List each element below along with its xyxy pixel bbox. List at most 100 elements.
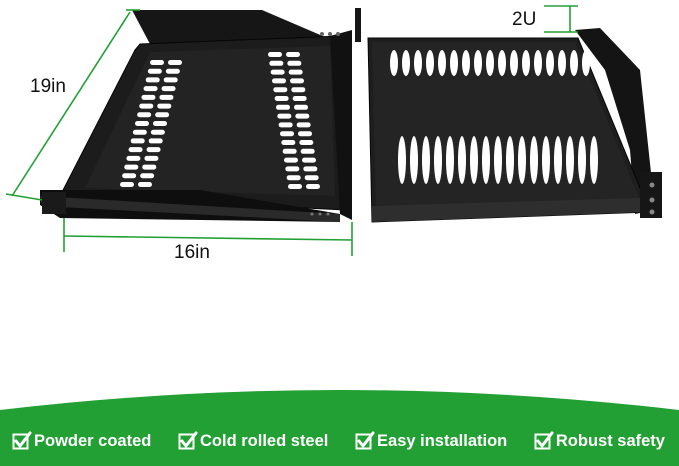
feature-list: Powder coated Cold rolled steel Easy ins… [0, 428, 679, 454]
vent-slot [534, 50, 542, 76]
vent-slot [284, 157, 298, 163]
vent-slot [165, 68, 180, 74]
vent-slot [298, 131, 312, 137]
vent-slot [120, 182, 134, 187]
vent-slot [274, 96, 289, 101]
vent-slot [570, 50, 578, 76]
vent-slot [161, 86, 176, 92]
vent-slot [498, 50, 506, 76]
vent-slot [145, 77, 160, 83]
vent-slot [276, 104, 290, 110]
vent-slot [494, 136, 502, 184]
vent-slot [426, 50, 434, 76]
feature-item: Cold rolled steel [178, 431, 328, 451]
dimension-height: 2U [512, 5, 578, 33]
vent-slot [294, 104, 308, 110]
vent-slot [147, 68, 162, 74]
vent-slot [410, 136, 418, 184]
vent-slot [546, 50, 554, 76]
vent-slots [398, 136, 598, 184]
vent-slot [281, 140, 296, 145]
check-icon [355, 431, 375, 450]
vent-slot [139, 103, 154, 109]
vent-slot [141, 94, 156, 100]
feature-item: Robust safety [534, 431, 665, 451]
vent-slot [296, 122, 311, 128]
vent-slot [137, 112, 152, 118]
vent-slot [398, 136, 406, 184]
vent-slot [590, 136, 598, 184]
vent-slot [438, 50, 446, 76]
vent-slots [390, 50, 590, 76]
width-label: 16in [174, 242, 210, 263]
feature-item: Easy installation [355, 431, 507, 451]
feature-label: Robust safety [555, 431, 665, 450]
vent-slot [270, 69, 285, 75]
vent-slot [554, 136, 562, 184]
vent-slot [290, 78, 304, 84]
vent-slot [287, 60, 302, 66]
vent-slot [146, 147, 161, 153]
vent-slot [168, 60, 182, 65]
vent-slots [120, 60, 182, 187]
feature-label: Cold rolled steel [200, 431, 329, 450]
vent-slot [582, 50, 590, 76]
vent-slot [140, 173, 155, 179]
check-icon [534, 431, 554, 450]
vent-slot [138, 182, 152, 187]
height-label: 2U [512, 9, 536, 30]
vent-slot [542, 136, 550, 184]
check-icon [178, 431, 198, 450]
vent-slot [446, 136, 454, 184]
vent-slot [282, 148, 297, 154]
vent-slot [506, 136, 514, 184]
vent-slot [558, 50, 566, 76]
vent-slot [300, 148, 315, 154]
vent-slot [278, 122, 293, 128]
vent-slot [135, 121, 149, 126]
vent-slot [486, 50, 494, 76]
vent-slot [286, 52, 300, 57]
vent-slot [150, 60, 164, 65]
vent-slot [522, 50, 530, 76]
vent-slot [299, 140, 314, 145]
vent-slot [414, 50, 422, 76]
vent-slot [163, 77, 178, 83]
vent-slot [304, 175, 319, 181]
vent-slot [450, 50, 458, 76]
vent-slot [306, 184, 320, 189]
vent-slot [518, 136, 526, 184]
vent-slot [144, 155, 159, 161]
vent-slot [124, 164, 139, 170]
vent-slot [153, 121, 167, 126]
feature-label: Powder coated [34, 431, 152, 450]
check-icon [12, 431, 32, 450]
vent-slot [482, 136, 490, 184]
vent-slot [148, 138, 163, 144]
vent-slot [155, 112, 170, 118]
vent-slot [402, 50, 410, 76]
vent-slot [285, 166, 300, 172]
vent-slot [390, 50, 398, 76]
vent-slot [462, 50, 470, 76]
vent-slot [150, 129, 165, 135]
vent-slot [292, 96, 307, 101]
depth-label: 19in [30, 76, 66, 97]
vent-slot [159, 94, 174, 100]
vent-slot [286, 175, 301, 181]
vent-slot [303, 166, 318, 172]
vent-slot [130, 138, 145, 144]
vent-slot [143, 86, 158, 92]
vent-slot [422, 136, 430, 184]
vent-slot [578, 136, 586, 184]
feature-label: Easy installation [377, 431, 508, 450]
vent-slot [273, 87, 288, 93]
feature-item: Powder coated [12, 431, 151, 451]
vent-slot [510, 50, 518, 76]
vent-slot [269, 60, 284, 66]
vent-slot [302, 157, 316, 163]
vent-slot [142, 164, 157, 170]
vent-slot [295, 113, 310, 119]
vent-slot [268, 52, 282, 57]
vent-slots [268, 52, 320, 189]
